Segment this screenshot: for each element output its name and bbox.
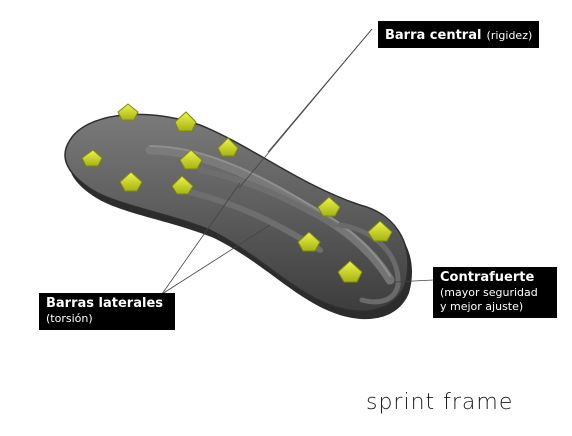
stud [171, 175, 194, 195]
label-contrafuerte-note-2: y mejor ajuste) [440, 300, 524, 313]
stud [179, 149, 203, 170]
label-contrafuerte-note-1: (mayor seguridad [440, 286, 538, 300]
leader-laterales-1 [161, 182, 241, 295]
stud [337, 260, 363, 283]
sole [64, 113, 409, 312]
label-barras-laterales: Barras laterales (torsión) [39, 293, 175, 330]
label-barra-central-note: (rigidez) [486, 29, 533, 42]
heel-counter [337, 222, 401, 305]
stud [119, 171, 143, 192]
stud [174, 111, 197, 132]
label-barra-central-title: Barra central [385, 28, 482, 43]
leader-lines [161, 28, 434, 295]
stud [297, 231, 321, 252]
label-barra-central: Barra central (rigidez) [378, 21, 540, 49]
leader-central-2 [267, 28, 373, 153]
studs [81, 103, 393, 283]
stud [217, 137, 239, 157]
stud [317, 196, 341, 217]
central-bar-highlight [149, 145, 391, 277]
label-barras-laterales-title: Barras laterales [46, 296, 163, 311]
leader-contra [394, 279, 434, 283]
label-barras-laterales-note: (torsión) [46, 312, 93, 326]
lateral-bar-upper [197, 167, 338, 228]
stud [367, 220, 393, 242]
brand-logo: sprint frame [366, 390, 514, 415]
label-contrafuerte-title: Contrafuerte [440, 270, 535, 285]
label-contrafuerte: Contrafuerte (mayor seguridad y mejor aj… [433, 267, 557, 318]
stud [81, 149, 103, 167]
leader-laterales-2 [161, 224, 271, 295]
stud [117, 103, 139, 121]
